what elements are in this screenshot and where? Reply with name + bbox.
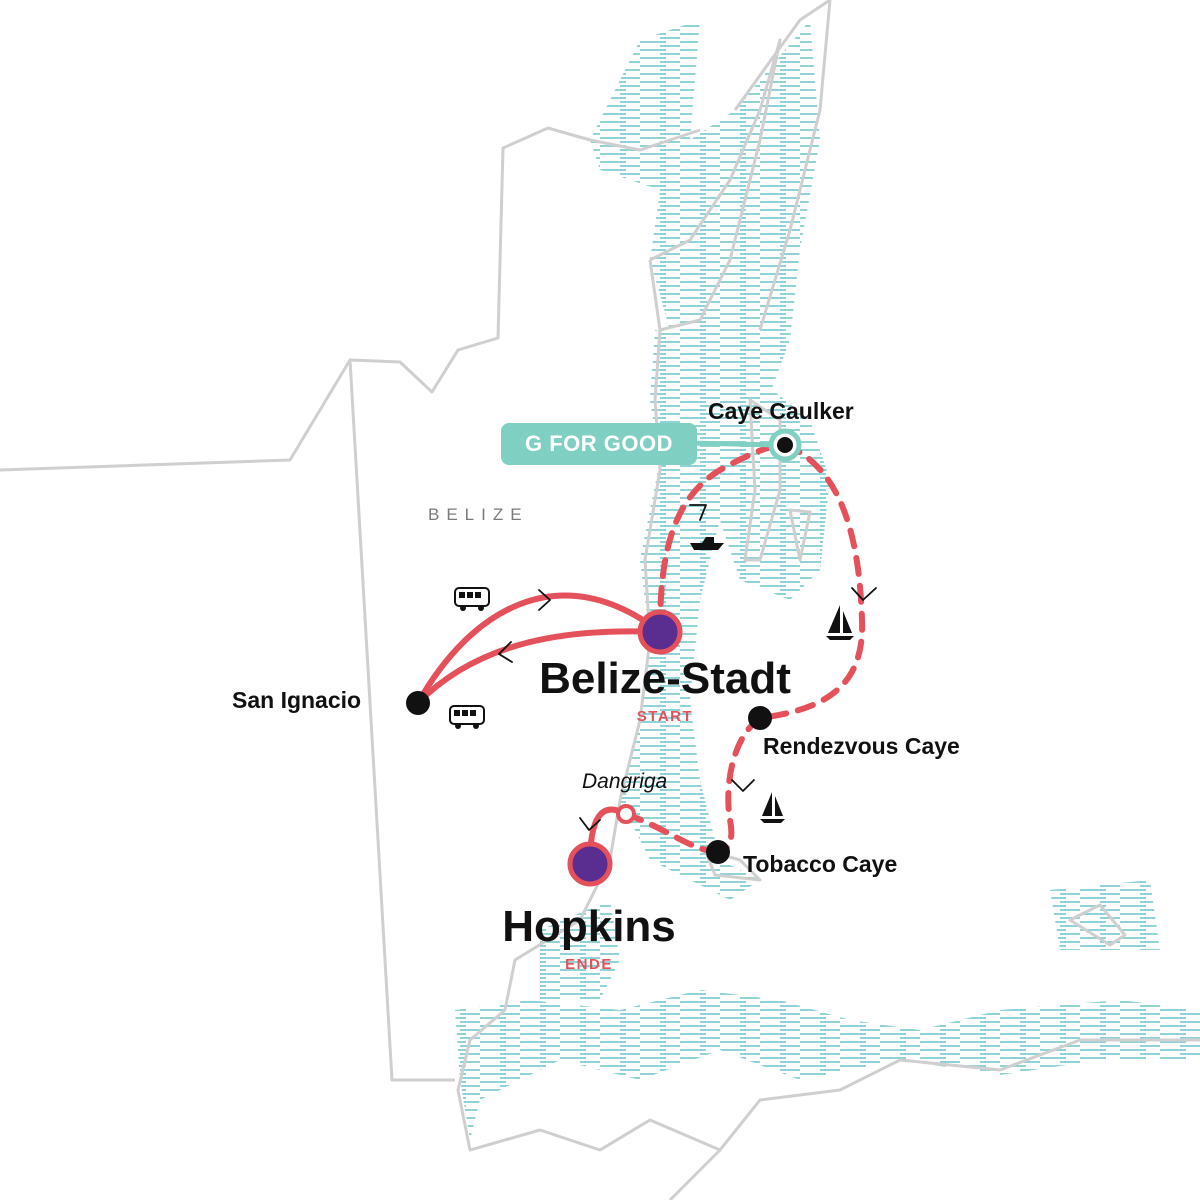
caye-caulker-island: [743, 398, 782, 562]
transport-icons: [449, 537, 854, 823]
end-marker[interactable]: [567, 841, 613, 887]
bus-icon: [454, 587, 490, 611]
ambergris-outline: [733, 0, 832, 331]
southern-coast: [668, 1148, 722, 1200]
small-island: [788, 508, 812, 562]
country-border: [0, 358, 455, 1082]
dangriga-marker[interactable]: [616, 804, 636, 824]
east-island: [1068, 903, 1127, 947]
water-south: [455, 990, 1200, 1140]
sailboat-icon: [826, 605, 854, 640]
place-labels: Caye Caulker San Ignacio Rendezvous Caye…: [232, 398, 960, 973]
chevron-down-icon: [731, 779, 755, 792]
stop-markers: [406, 428, 802, 887]
coastline: [456, 259, 1200, 1152]
route-bus-outbound: [415, 592, 663, 706]
water-southwest: [540, 900, 620, 1000]
badge-background: [501, 423, 697, 465]
tobacco-caye-marker[interactable]: [706, 840, 730, 864]
route-sail-to-rendezvous: [757, 442, 866, 721]
dangriga-label: Dangriga: [582, 770, 667, 793]
start-marker[interactable]: [637, 609, 683, 655]
rendezvous-caye-label: Rendezvous Caye: [763, 733, 960, 759]
direction-chevrons: [498, 504, 877, 831]
end-city-label: Hopkins: [502, 902, 676, 951]
badge-text: G FOR GOOD: [525, 431, 673, 456]
chevron-up-icon: [689, 504, 707, 521]
caye-caulker-dot: [777, 437, 793, 453]
san-ignacio-marker[interactable]: [406, 691, 430, 715]
chevron-right-icon: [538, 589, 551, 611]
water-east-island: [1050, 880, 1160, 950]
route-bus-return: [415, 628, 663, 706]
water-central: [620, 330, 830, 900]
san-ignacio-label: San Ignacio: [232, 687, 361, 713]
route-sail-to-tobacco: [715, 715, 763, 855]
start-city-label: Belize-Stadt: [539, 654, 791, 703]
sailboat-icon: [760, 792, 785, 823]
chevron-down-icon: [851, 587, 877, 601]
rendezvous-caye-marker[interactable]: [748, 706, 772, 730]
chevron-down-icon: [579, 817, 601, 831]
badge-connector: [689, 440, 781, 448]
chevron-left-icon: [498, 641, 513, 663]
bus-icon: [449, 705, 485, 729]
end-tag: ENDE: [565, 956, 613, 973]
caye-caulker-label: Caye Caulker: [708, 398, 854, 424]
speedboat-icon: [690, 537, 724, 550]
start-tag: START: [637, 708, 693, 725]
tobacco-caye-label: Tobacco Caye: [743, 851, 897, 877]
country-label: BELIZE: [428, 505, 529, 524]
border-north: [349, 126, 701, 394]
g-for-good-badge: G FOR GOOD: [501, 423, 781, 465]
peninsula-north: [649, 38, 782, 332]
